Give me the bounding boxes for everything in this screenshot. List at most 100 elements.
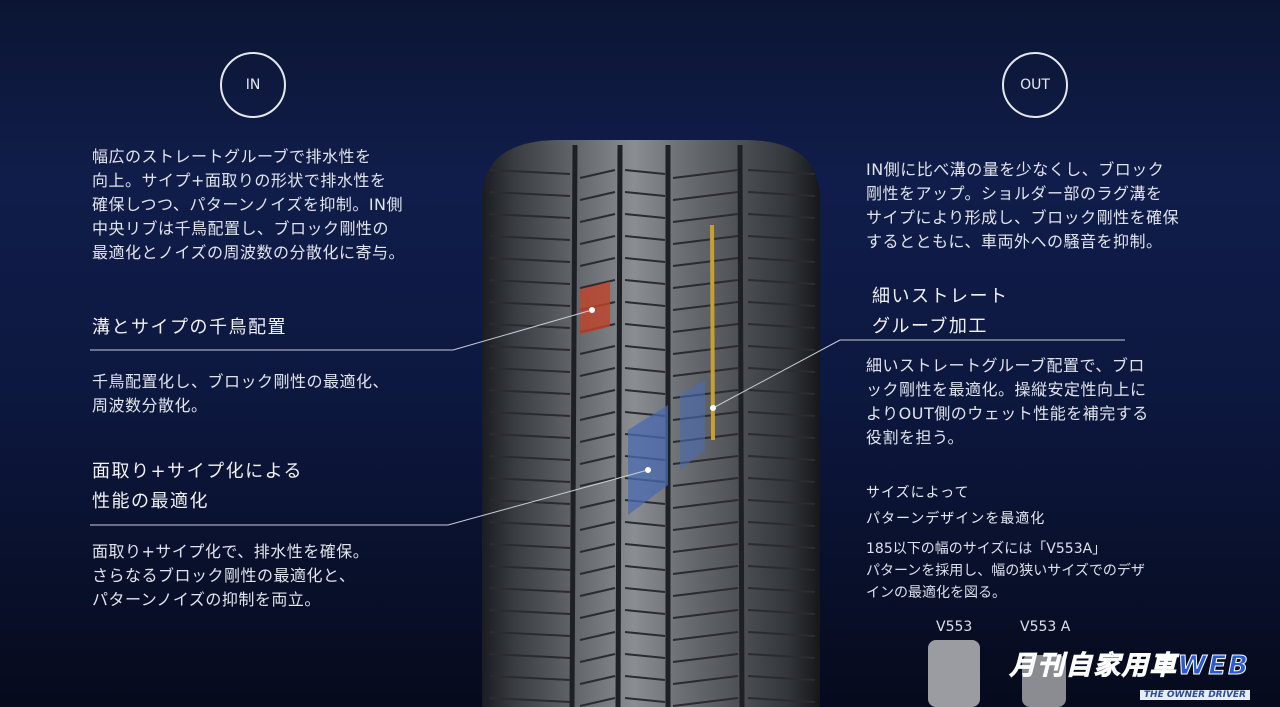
watermark-logo: 月刊自家用車WEB THE OWNER DRIVER <box>1009 651 1250 700</box>
tread-sipe <box>489 455 571 461</box>
tread-sipe <box>672 477 739 487</box>
model-label: V553 A <box>1020 619 1071 635</box>
tread-sipe <box>624 191 666 197</box>
tread-sipe <box>747 367 816 373</box>
tread-sipe <box>747 433 816 439</box>
feature-text: 面取り+サイプ化で、排水性を確保。 さらなるブロック剛性の最適化と、 パターンノ… <box>92 542 370 609</box>
tread-sipe <box>489 433 571 439</box>
tread-sipe <box>579 477 616 487</box>
tread-sipe <box>579 389 616 399</box>
tread-sipe <box>624 235 666 241</box>
tread-sipe <box>489 411 571 417</box>
tread-sipe <box>672 235 739 245</box>
tread-sipe <box>624 653 666 659</box>
tread-sipe <box>672 587 739 597</box>
tread-sipe <box>672 257 739 267</box>
tread-sipe <box>672 697 739 707</box>
tread-sipe <box>624 169 666 175</box>
tread-sipe <box>747 389 816 395</box>
tread-sipe <box>489 697 571 703</box>
tread-sipe <box>624 323 666 329</box>
tread-sipe <box>747 697 816 703</box>
tread-sipe <box>624 609 666 615</box>
tread-sipe <box>579 543 616 553</box>
tread-sipe <box>747 213 816 219</box>
tread-sipe <box>579 191 616 201</box>
tread-sipe <box>747 521 816 527</box>
tread-sipe <box>747 565 816 571</box>
tread-sipe <box>579 257 616 267</box>
tread-sipe <box>579 169 616 179</box>
tread-sipe <box>747 609 816 615</box>
tread-sipe <box>672 521 739 531</box>
tread-sipe <box>672 169 739 179</box>
tread-sipe <box>672 631 739 641</box>
tread-sipe <box>747 675 816 681</box>
feature-text: 細いストレートグルーブ配置で、ブロ ック剛性を最適化。操縦安定性向上に よりOU… <box>866 356 1149 447</box>
tread-sipe <box>624 257 666 263</box>
tread-sipe <box>672 323 739 333</box>
size-note-text: 185以下の幅のサイズには「V553A」 パターンを採用し、幅の狭いサイズでのデ… <box>866 541 1145 601</box>
tread-sipe <box>672 499 739 509</box>
tread-sipe <box>672 345 739 355</box>
tread-sipe <box>489 257 571 263</box>
feature-title: 面取り+サイプ化による 性能の最適化 <box>92 461 304 512</box>
tread-sipe <box>489 521 571 527</box>
tread-sipe <box>579 235 616 245</box>
tread-sipe <box>489 345 571 351</box>
tread-sipe <box>747 543 816 549</box>
tread-sipe <box>747 279 816 285</box>
tread-sipe <box>489 389 571 395</box>
tread-sipe <box>672 301 739 311</box>
tread-sipe <box>672 565 739 575</box>
tread-sipe <box>579 345 616 355</box>
blue-block-highlight <box>628 405 668 515</box>
tread-sipe <box>624 213 666 219</box>
tread-sipe <box>489 323 571 329</box>
tread-sipe <box>672 191 739 201</box>
feature-text: 千鳥配置化し、ブロック剛性の最適化、 周波数分散化。 <box>92 372 390 415</box>
tread-sipe <box>579 279 616 289</box>
v553-tire-thumbnail <box>928 640 980 707</box>
tread-sipe <box>624 367 666 373</box>
tread-sipe <box>579 587 616 597</box>
tread-sipe <box>747 411 816 417</box>
yellow-groove-highlight <box>710 224 715 441</box>
in-side-badge: IN <box>220 52 286 118</box>
tread-sipe <box>624 279 666 285</box>
tread-sipe <box>579 697 616 707</box>
tread-sipe <box>672 675 739 685</box>
tread-sipe <box>672 367 739 377</box>
tread-sipe <box>672 609 739 619</box>
tread-sipe <box>579 631 616 641</box>
tread-sipe <box>747 191 816 197</box>
tread-sipe <box>579 653 616 663</box>
tread-sipe <box>489 367 571 373</box>
tread-sipe <box>489 565 571 571</box>
in-description: 幅広のストレートグルーブで排水性を 向上。サイプ+面取りの形状で排水性を 確保し… <box>92 147 406 262</box>
tread-sipe <box>747 257 816 263</box>
tread-sipe <box>624 301 666 307</box>
tread-sipe <box>624 345 666 351</box>
feature-title: 細いストレート グルーブ加工 <box>872 286 1009 337</box>
tread-sipe <box>747 477 816 483</box>
v553a-tire-thumbnail <box>1022 655 1066 707</box>
tread-sipe <box>624 389 666 395</box>
tread-sipe <box>747 587 816 593</box>
tread-sipe <box>579 213 616 223</box>
tread-sipe <box>489 609 571 615</box>
tread-sipe <box>489 213 571 219</box>
tread-sipe <box>489 301 571 307</box>
tread-sipe <box>747 455 816 461</box>
tread-sipe <box>624 521 666 527</box>
tread-sipe <box>624 631 666 637</box>
tread-sipe <box>747 169 816 175</box>
tread-sipe <box>672 653 739 663</box>
out-side-badge: OUT <box>1002 52 1068 118</box>
tread-sipe <box>489 631 571 637</box>
tread-sipe <box>747 301 816 307</box>
feature-title: 溝とサイプの千鳥配置 <box>92 317 287 338</box>
tread-sipe <box>489 675 571 681</box>
tread-sipe <box>747 323 816 329</box>
